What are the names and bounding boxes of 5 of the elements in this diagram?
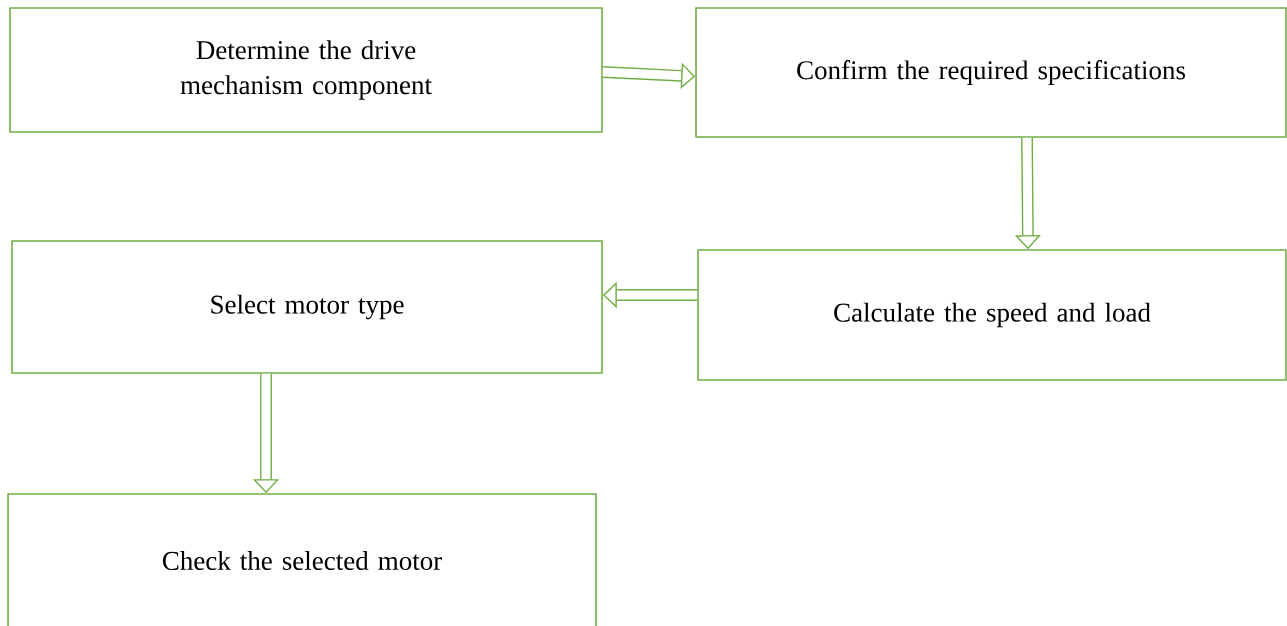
process-box: Determine the drive mechanism component [9,7,603,133]
process-box: Select motor type [11,240,603,374]
process-box: Check the selected motor [7,493,597,626]
process-box: Calculate the speed and load [697,249,1287,381]
process-box: Confirm the required specifications [695,7,1287,138]
